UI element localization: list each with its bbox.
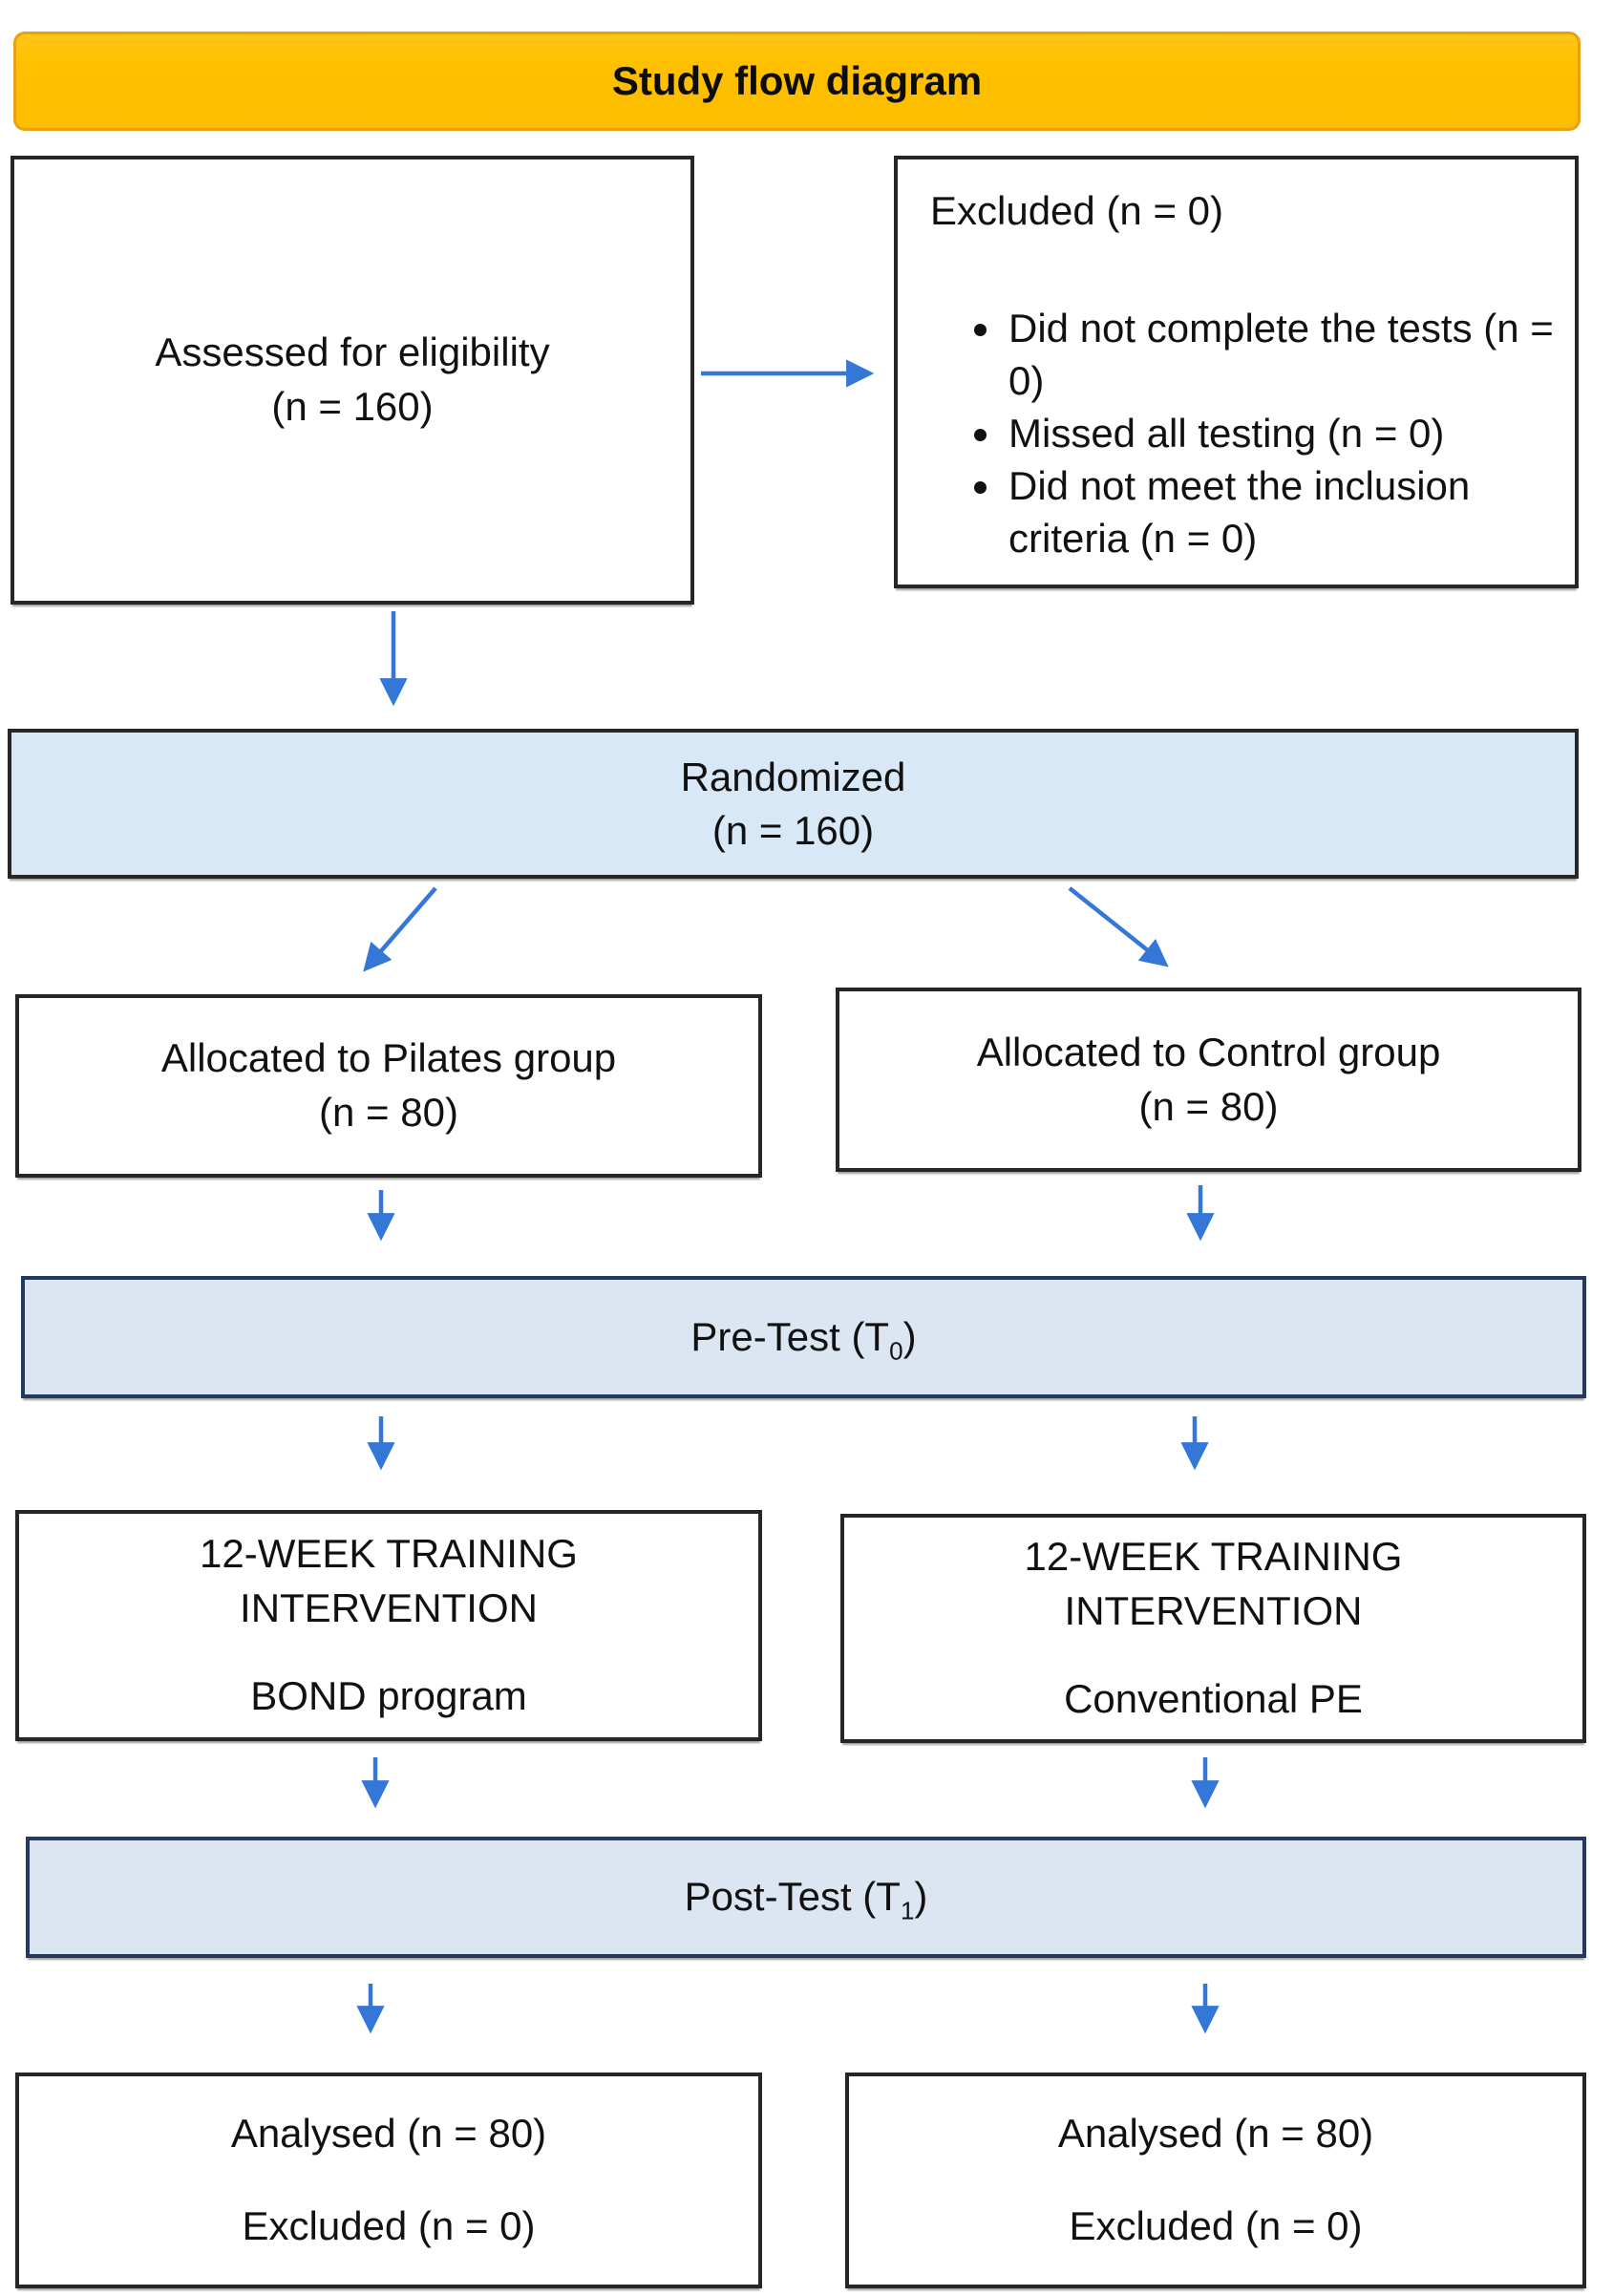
bond-intervention-box: 12-WEEK TRAINING INTERVENTION BOND progr… [15,1510,762,1741]
pre-test-base: Pre-Test (T [690,1313,890,1359]
analysed-pilates-line1: Analysed (n = 80) [230,2111,547,2157]
excluded-title: Excluded (n = 0) [930,188,1224,233]
allocated-control-line1: Allocated to Control group [976,1029,1441,1074]
page-title: Study flow diagram [611,58,983,103]
pre-test-label: Pre-Test (T0) [690,1310,916,1365]
bond-line2: INTERVENTION [240,1584,538,1630]
title-banner: Study flow diagram [13,32,1581,131]
allocated-control-box: Allocated to Control group (n = 80) [836,988,1581,1172]
allocated-pilates-box: Allocated to Pilates group (n = 80) [15,994,762,1178]
analysed-control-line2: Excluded (n = 0) [1069,2203,1363,2248]
arrow-randomized-to-control [1068,886,1169,967]
analysed-pilates-box: Analysed (n = 80) Excluded (n = 0) [15,2073,762,2288]
excluded-bullet-2: Missed all testing (n = 0) [1005,407,1556,459]
post-test-suffix: ) [914,1874,928,1920]
bond-line1: 12-WEEK TRAINING [200,1530,578,1576]
arrow-randomized-to-pilates [363,886,437,972]
post-test-bar: Post-Test (T1) [26,1837,1586,1958]
pre-test-subscript: 0 [889,1336,903,1366]
allocated-control-line2: (n = 80) [1138,1083,1279,1129]
allocated-pilates-line2: (n = 80) [319,1090,458,1135]
analysed-pilates-line2: Excluded (n = 0) [242,2203,536,2248]
randomized-line1: Randomized [680,755,906,800]
excluded-box: Excluded (n = 0) Did not complete the te… [894,156,1579,588]
excluded-bullet-3: Did not meet the inclusion criteria (n =… [1005,459,1556,564]
assessed-line2: (n = 160) [271,384,434,429]
post-test-base: Post-Test (T [684,1874,901,1920]
assessed-line1: Assessed for eligibility [155,330,550,375]
bond-line3: BOND program [250,1673,527,1719]
post-test-subscript: 1 [900,1896,915,1925]
assessed-box: Assessed for eligibility (n = 160) [11,156,694,605]
pe-line3: Conventional PE [1064,1676,1363,1722]
randomized-line2: (n = 160) [711,807,875,853]
pre-test-suffix: ) [902,1313,917,1359]
excluded-bullet-list: Did not complete the tests (n = 0) Misse… [930,302,1556,564]
pe-line1: 12-WEEK TRAINING [1024,1533,1403,1579]
pre-test-bar: Pre-Test (T0) [21,1276,1586,1398]
excluded-bullet-1: Did not complete the tests (n = 0) [1005,302,1556,407]
randomized-bar: Randomized (n = 160) [8,729,1579,879]
post-test-label: Post-Test (T1) [685,1870,928,1924]
allocated-pilates-line1: Allocated to Pilates group [160,1035,617,1081]
analysed-control-line1: Analysed (n = 80) [1057,2111,1374,2157]
pe-line2: INTERVENTION [1064,1587,1363,1633]
analysed-control-box: Analysed (n = 80) Excluded (n = 0) [845,2073,1586,2288]
pe-intervention-box: 12-WEEK TRAINING INTERVENTION Convention… [840,1514,1586,1743]
